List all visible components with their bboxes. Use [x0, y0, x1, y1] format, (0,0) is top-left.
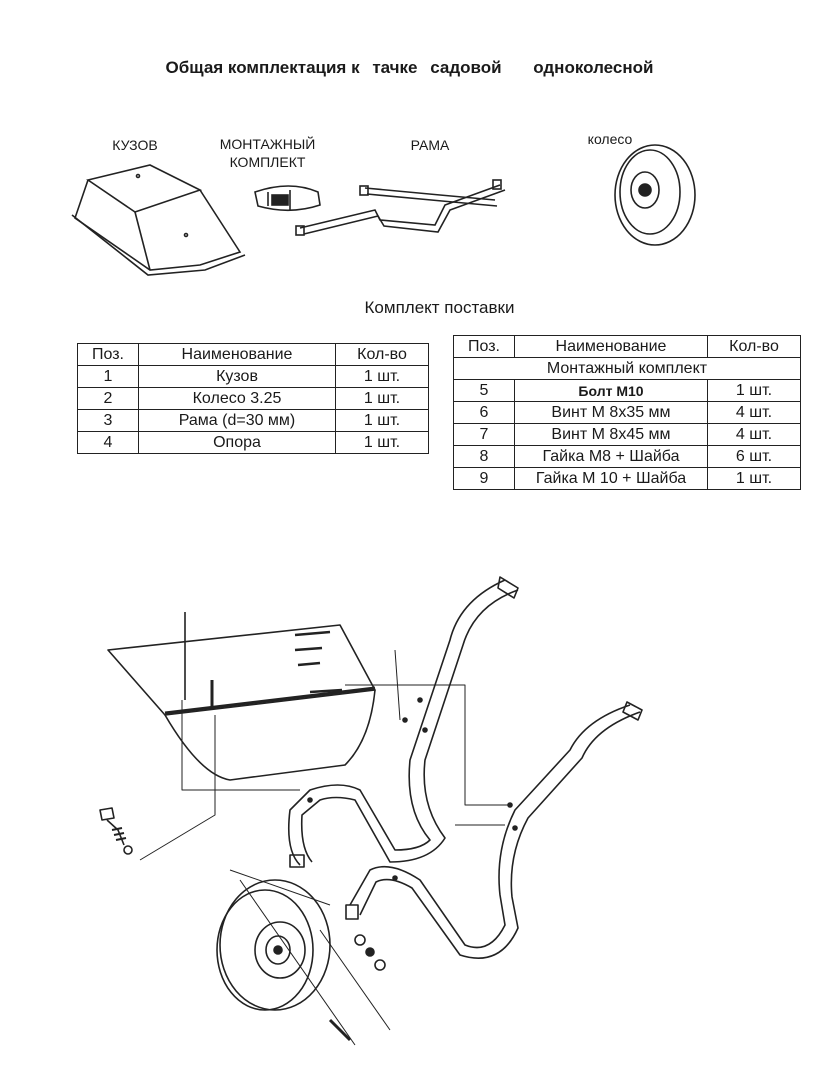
cell-name: Гайка М 10 + Шайба [514, 467, 708, 490]
cell-name: Болт М10 [514, 379, 708, 402]
table-row: 5 Болт М10 1 шт. [453, 379, 801, 402]
cell-qty: 1 шт. [335, 409, 429, 432]
table-header-row: Поз. Наименование Кол-во [453, 335, 801, 358]
title-part-3: садовой [430, 58, 502, 77]
table-row: 3 Рама (d=30 мм) 1 шт. [77, 409, 429, 432]
subtitle: Комплект поставки [364, 298, 515, 317]
cell-qty: 1 шт. [335, 387, 429, 410]
page-title: Общая комплектация к тачке садовой однок… [0, 58, 819, 78]
header-qty: Кол-во [335, 343, 429, 366]
assembly-bolt [99, 807, 133, 855]
header-qty: Кол-во [707, 335, 801, 358]
label-rama: РАМА [410, 137, 450, 153]
table-mounting-kit: Поз. Наименование Кол-во Монтажный компл… [453, 335, 801, 490]
header-name: Наименование [138, 343, 336, 366]
cell-name: Винт М 8х45 мм [514, 423, 708, 446]
label-montazh-line2: КОМПЛЕКТ [229, 154, 306, 170]
title-part-1: Общая комплектация к [165, 58, 360, 77]
assembly-tub [107, 612, 376, 781]
cell-qty: 4 шт. [707, 423, 801, 446]
table-row: 9 Гайка М 10 + Шайба 1 шт. [453, 467, 801, 490]
cell-qty: 1 шт. [707, 467, 801, 490]
table-header-row: Поз. Наименование Кол-во [77, 343, 429, 366]
kuzov-image [71, 164, 246, 276]
koleso-image [614, 144, 696, 246]
title-part-4: одноколесной [533, 58, 654, 77]
label-montazh-line1: МОНТАЖНЫЙ [219, 136, 316, 152]
table-row: 4 Опора 1 шт. [77, 431, 429, 454]
cell-qty: 1 шт. [335, 431, 429, 454]
label-montazh: МОНТАЖНЫЙ КОМПЛЕКТ [205, 135, 330, 171]
header-name: Наименование [514, 335, 708, 358]
assembly-wheel [216, 879, 386, 1042]
label-koleso: колесо [587, 131, 633, 147]
montazh-image [254, 185, 321, 212]
table-supply-main: Поз. Наименование Кол-во 1 Кузов 1 шт. 2… [77, 343, 429, 454]
label-kuzov: КУЗОВ [112, 137, 158, 153]
rama-image [295, 179, 506, 236]
header-pos: Поз. [77, 343, 139, 366]
cell-qty: 1 шт. [335, 365, 429, 388]
cell-qty: 1 шт. [707, 379, 801, 402]
cell-name: Опора [138, 431, 336, 454]
table-row: 2 Колесо 3.25 1 шт. [77, 387, 429, 410]
assembly-guides [139, 649, 510, 1046]
table-row: 7 Винт М 8х45 мм 4 шт. [453, 423, 801, 446]
title-part-2: тачке [372, 58, 418, 77]
assembly-frame [287, 576, 643, 959]
